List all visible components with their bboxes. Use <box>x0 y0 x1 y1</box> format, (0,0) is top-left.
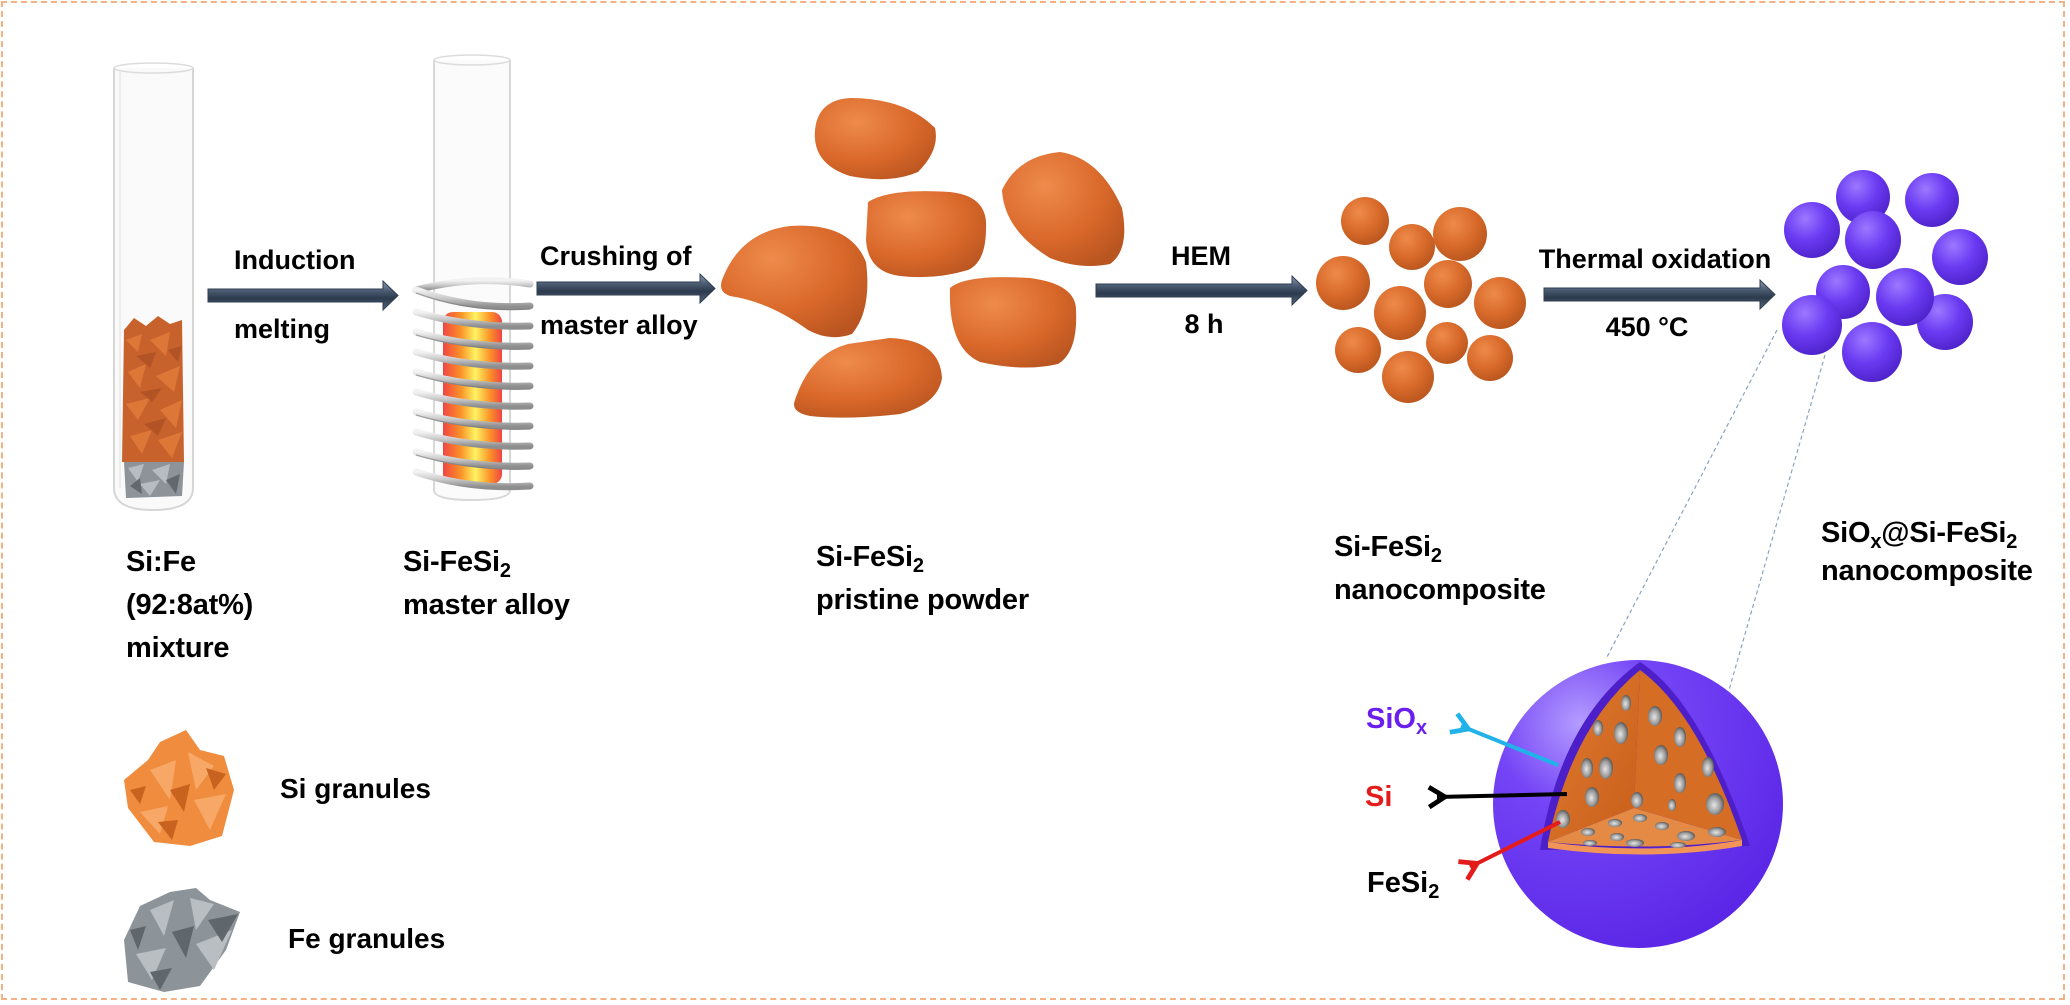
inset-label-si: Si <box>1365 780 1392 814</box>
stage-label-coated-nanocomposite: SiOx@Si-FeSi2 nanocomposite <box>1821 514 2033 590</box>
step-oxidation-line2: 450 °C <box>1605 312 1689 342</box>
siox-pointer-arrow <box>1461 726 1559 767</box>
coated-subscript-x: x <box>1870 531 1882 553</box>
si-granule-icon <box>124 730 234 846</box>
pristine-powder-subscript: 2 <box>912 555 924 577</box>
fesi2-label-subscript: 2 <box>1428 881 1440 903</box>
test-tube-mixture-icon <box>113 62 194 512</box>
nanocomposite-subscript: 2 <box>1430 545 1442 567</box>
step-hem-line1: HEM <box>1171 241 1231 271</box>
legend-si-granules: Si granules <box>280 773 431 804</box>
coated-nanocomposite-particles <box>1782 170 1988 382</box>
master-alloy-line2: master alloy <box>403 589 570 621</box>
inset-label-fesi2: FeSi2 <box>1367 866 1440 903</box>
stage-label-master-alloy: Si-FeSi2 master alloy <box>403 541 570 627</box>
core-shell-cross-section <box>1493 660 1783 948</box>
coated-formula-part1: SiO <box>1821 517 1871 549</box>
nanocomposite-formula: Si-FeSi <box>1334 531 1431 563</box>
legend-fe-granules: Fe granules <box>288 923 446 954</box>
stage-label-nanocomposite: Si-FeSi2 nanocomposite <box>1334 526 1546 612</box>
siox-label-text: SiO <box>1366 703 1416 735</box>
master-alloy-subscript: 2 <box>499 560 511 582</box>
process-arrow-hem <box>1095 274 1308 307</box>
step-induction-line2: melting <box>234 314 331 344</box>
inset-label-siox: SiOx <box>1366 702 1428 739</box>
step-hem-line2: 8 h <box>1184 309 1224 339</box>
step-oxidation-line1: Thermal oxidation <box>1538 244 1772 274</box>
pristine-powder-particles <box>721 98 1125 418</box>
fesi2-label-text: FeSi <box>1367 867 1429 899</box>
coated-subscript-2: 2 <box>2006 531 2018 553</box>
coated-formula-part2: @Si-FeSi <box>1881 517 2007 549</box>
fe-granule-icon <box>124 888 240 992</box>
mixture-line3: mixture <box>126 632 230 664</box>
induction-coil-tube-icon <box>412 54 534 502</box>
coated-nanocomposite-line2: nanocomposite <box>1821 555 2033 587</box>
nanocomposite-line2: nanocomposite <box>1334 574 1546 606</box>
stage-label-pristine-powder: Si-FeSi2 pristine powder <box>816 536 1029 622</box>
stage-label-mixture: Si:Fe (92:8at%) mixture <box>126 541 253 670</box>
pristine-powder-formula: Si-FeSi <box>816 541 913 573</box>
master-alloy-formula: Si-FeSi <box>403 546 500 578</box>
mixture-line1: Si:Fe <box>126 546 196 578</box>
fesi2-pointer-arrow <box>1470 820 1561 867</box>
step-crushing-line2: master alloy <box>540 310 698 340</box>
si-pointer-arrow <box>1437 794 1568 797</box>
process-arrow-crushing <box>536 272 716 305</box>
pristine-powder-line2: pristine powder <box>816 584 1029 616</box>
step-crushing-line1: Crushing of <box>540 241 692 271</box>
mixture-line2: (92:8at%) <box>126 589 254 621</box>
si-label-text: Si <box>1365 781 1393 813</box>
process-arrow-oxidation <box>1543 278 1776 311</box>
fe-granules-in-tube <box>124 462 184 498</box>
si-granules-in-tube <box>122 316 184 462</box>
nanocomposite-particles <box>1316 197 1526 403</box>
zoom-guide-lines <box>1606 329 1826 698</box>
siox-label-subscript: x <box>1415 717 1428 739</box>
process-arrow-induction <box>207 279 399 312</box>
step-induction-line1: Induction <box>234 245 356 275</box>
